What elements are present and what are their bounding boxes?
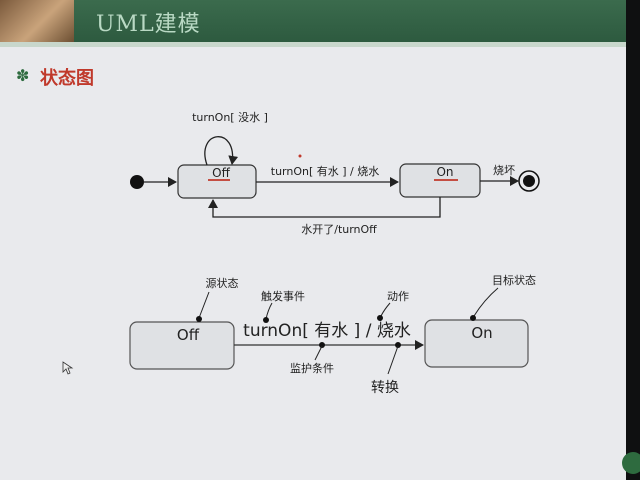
target-state-pointer: [473, 287, 499, 317]
bottom-state-on: [424, 319, 529, 368]
source-state-dot: [196, 316, 202, 322]
guard-condition-annotation: 监护条件: [290, 361, 334, 375]
stray-mark: [298, 154, 302, 158]
target-state-dot: [470, 315, 476, 321]
action-annotation: 动作: [387, 290, 409, 303]
section-heading: 状态图: [40, 68, 94, 89]
source-state-pointer: [198, 291, 210, 319]
final-state-ring: [518, 170, 540, 192]
target-state-annotation: 目标状态: [492, 273, 536, 287]
title-image: [0, 0, 74, 42]
return-transition-arrow: [208, 197, 441, 218]
screen-edge: [626, 0, 640, 480]
initial-state-node: [130, 175, 144, 189]
trigger-event-dot: [263, 317, 269, 323]
final-transition-label: 烧坏: [493, 164, 515, 177]
top-transition-label: turnOn[ 有水 ] / 烧水: [271, 164, 380, 178]
title-bar: UML建模: [0, 0, 626, 42]
bottom-state-on-label: On: [471, 324, 492, 342]
final-state-node: [523, 175, 535, 187]
guard-condition-pointer: [314, 345, 323, 361]
slide: UML建模 ✽ 状态图 Off turnOn[ 没水 ] turnOn[ 有水 …: [0, 0, 626, 480]
action-dot: [377, 315, 383, 321]
return-transition-label: 水开了/turnOff: [301, 223, 377, 236]
title-divider: [0, 42, 626, 47]
action-pointer: [380, 302, 391, 317]
bottom-state-off-label: Off: [177, 326, 200, 344]
top-state-on-label: On: [436, 165, 453, 179]
trigger-event-annotation: 触发事件: [261, 289, 305, 303]
guard-condition-dot: [319, 342, 325, 348]
state-diagram-canvas: Off turnOn[ 没水 ] turnOn[ 有水 ] / 烧水 On 烧坏…: [62, 111, 540, 396]
trigger-event-pointer: [265, 302, 273, 320]
corner-button-icon[interactable]: [622, 452, 640, 474]
self-loop-arrow: [204, 136, 239, 166]
transition-pointer: [387, 345, 399, 375]
flower-bullet-icon: ✽: [16, 66, 30, 85]
mouse-cursor-icon: [62, 361, 74, 375]
transition-annotation: 转换: [371, 379, 399, 396]
bottom-transition-label: turnOn[ 有水 ] / 烧水: [243, 321, 411, 341]
self-loop-label: turnOn[ 没水 ]: [192, 111, 268, 124]
top-state-off-label: Off: [212, 166, 230, 180]
transition-dot: [395, 342, 401, 348]
source-state-annotation: 源状态: [206, 276, 239, 290]
slide-title: UML建模: [96, 12, 201, 37]
